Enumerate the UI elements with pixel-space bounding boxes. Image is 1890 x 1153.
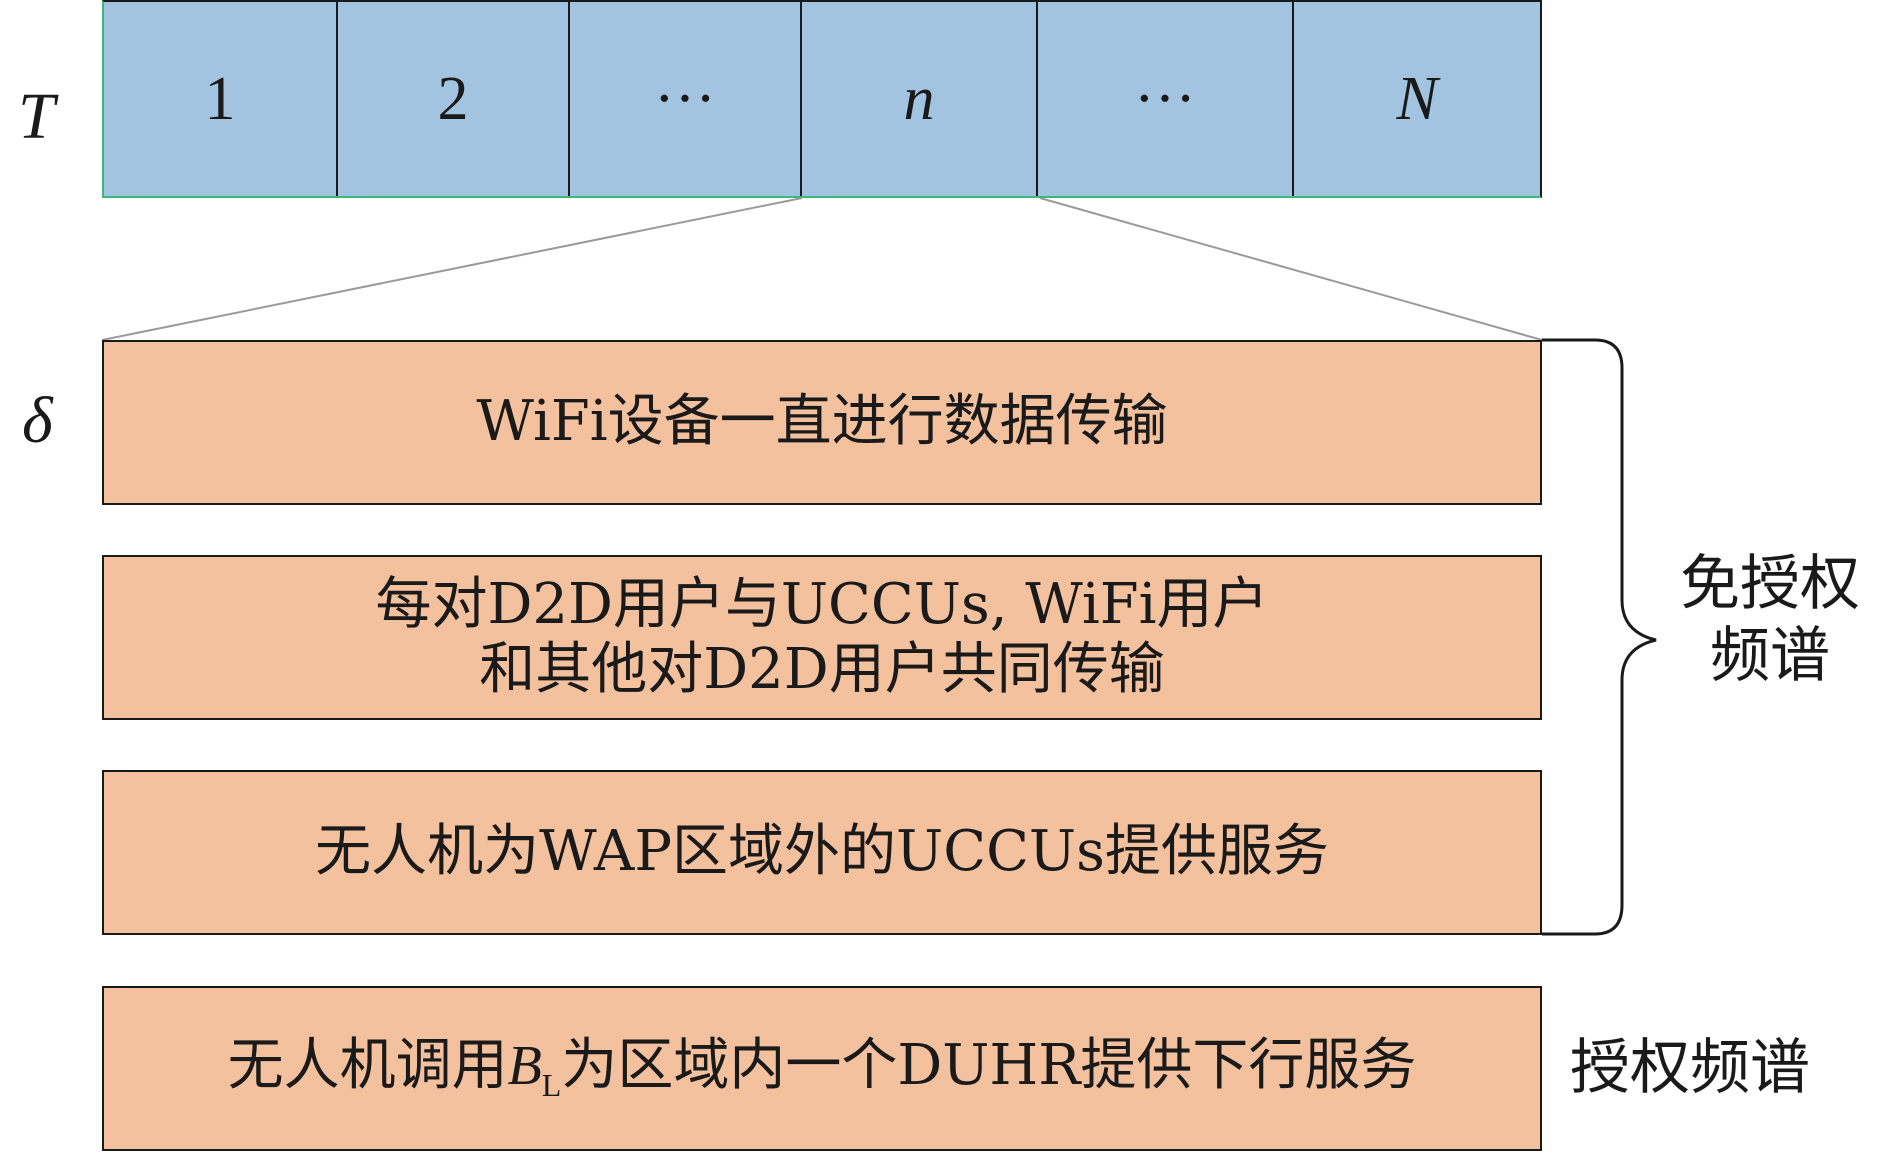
phase-2-line-1: 每对D2D用户与UCCUs, WiFi用户 [375, 572, 1269, 638]
phase-uav-service-outside-wap: 无人机为WAP区域外的UCCUs提供服务 [102, 770, 1542, 935]
phase-4-text-after: 为区域内一个DUHR提供下行服务 [561, 1032, 1417, 1098]
licensed-spectrum-label: 授权频谱 [1570, 1033, 1810, 1103]
time-slot-5: ··· [1038, 2, 1294, 196]
phase-4-text-before: 无人机调用 [227, 1032, 508, 1098]
unlicensed-brace [1542, 338, 1657, 936]
time-slot-4: n [802, 2, 1038, 196]
phase-3-line-1: 无人机为WAP区域外的UCCUs提供服务 [315, 819, 1329, 885]
phase-4-subscript: L [541, 1066, 562, 1103]
phase-wifi-transmission: WiFi设备一直进行数据传输 [102, 340, 1542, 505]
unlicensed-spectrum-label: 免授权 频谱 [1680, 548, 1860, 692]
time-slot-2: 2 [338, 2, 570, 196]
zoom-line-left [101, 197, 803, 341]
phase-1-line-1: WiFi设备一直进行数据传输 [476, 389, 1168, 455]
time-slot-1: 1 [104, 2, 338, 196]
phase-shared-transmission: 每对D2D用户与UCCUs, WiFi用户 和其他对D2D用户共同传输 [102, 555, 1542, 720]
subslot-label: δ [22, 384, 53, 457]
phase-4-line-1: 无人机调用BL为区域内一个DUHR提供下行服务 [227, 1032, 1417, 1104]
time-slot-3: ··· [570, 2, 802, 196]
phase-2-line-2: 和其他对D2D用户共同传输 [479, 636, 1165, 702]
zoom-line-right [1039, 197, 1543, 341]
time-slot-6: N [1294, 2, 1540, 196]
unlicensed-spectrum-line-2: 频谱 [1710, 621, 1830, 691]
phase-uav-downlink-licensed: 无人机调用BL为区域内一个DUHR提供下行服务 [102, 986, 1542, 1151]
period-label: T [18, 80, 55, 153]
phase-4-symbol: B [507, 1034, 542, 1097]
unlicensed-spectrum-line-1: 免授权 [1680, 549, 1860, 619]
